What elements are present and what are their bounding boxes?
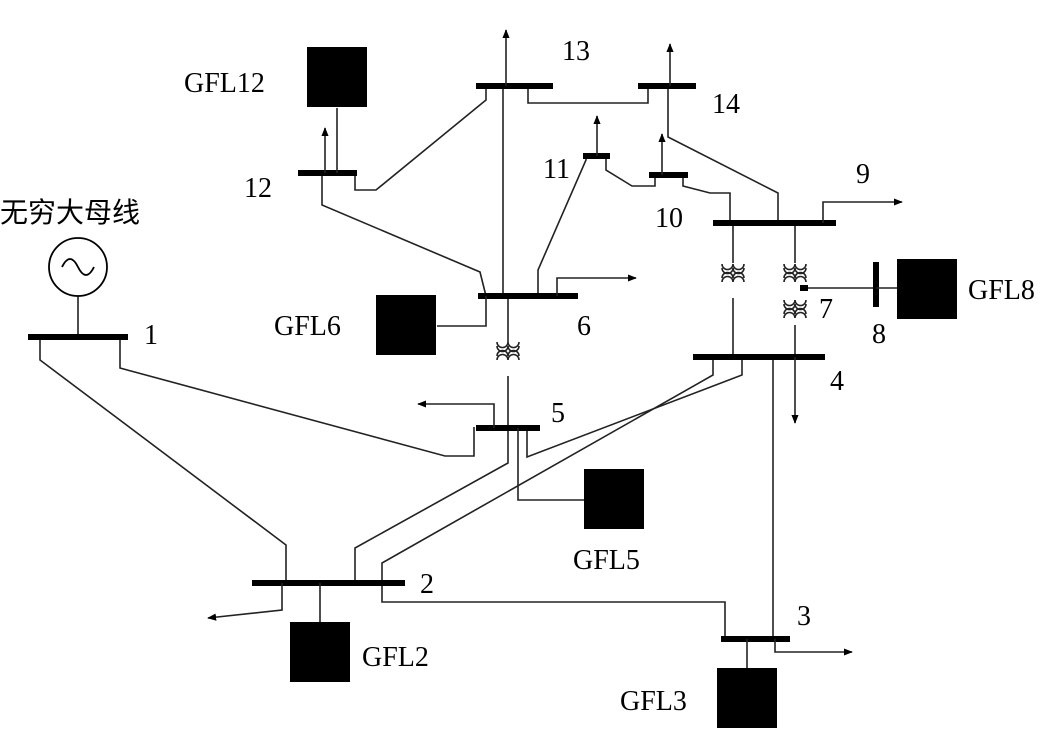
bus-label-14: 14 bbox=[712, 89, 740, 120]
load-arrow-6 bbox=[556, 274, 637, 296]
bus-label-2: 2 bbox=[420, 569, 434, 600]
transformer-7-4 bbox=[783, 299, 807, 319]
infinite-bus-source: 无穷大母线 bbox=[0, 196, 140, 297]
bus-label-9: 9 bbox=[856, 159, 870, 190]
converter-label-gfl2: GFL2 bbox=[362, 642, 429, 673]
converter-gfl8 bbox=[895, 257, 959, 321]
line-11-10 bbox=[605, 156, 656, 187]
bus-label-4: 4 bbox=[830, 366, 844, 397]
converter-gfl3 bbox=[715, 666, 779, 730]
gfl5-connection bbox=[517, 428, 584, 501]
bus-bars bbox=[28, 83, 879, 642]
igbt-converter-icon bbox=[582, 467, 646, 531]
bus-label-6: 6 bbox=[577, 311, 591, 342]
bus-label-8: 8 bbox=[872, 319, 886, 350]
igbt-converter-icon bbox=[305, 45, 369, 109]
igbt-converter-icon bbox=[374, 293, 438, 357]
load-arrow-9 bbox=[822, 198, 903, 223]
converter-label-gfl12: GFL12 bbox=[184, 68, 265, 99]
converter-gfl12 bbox=[305, 45, 369, 109]
line-12-13 bbox=[354, 86, 487, 191]
transmission-lines bbox=[39, 86, 875, 638]
line-5-4 bbox=[526, 358, 743, 459]
converter-gfl5 bbox=[582, 467, 646, 531]
igbt-converter-icon bbox=[715, 666, 779, 730]
sine-wave-icon bbox=[61, 258, 95, 276]
converter-gfl2 bbox=[288, 620, 352, 684]
load-arrow-2 bbox=[207, 583, 283, 621]
transformer-5-6 bbox=[496, 341, 520, 361]
transformer-9-7 bbox=[783, 263, 807, 283]
bus-label-1: 1 bbox=[144, 320, 158, 351]
bus-label-13: 13 bbox=[562, 36, 590, 67]
line-1-5 bbox=[119, 340, 475, 457]
line-6-12 bbox=[321, 173, 487, 297]
bus-label-5: 5 bbox=[551, 398, 565, 429]
line-2-4 bbox=[381, 358, 714, 583]
gfl6-connection bbox=[437, 296, 487, 327]
line-1-2 bbox=[39, 340, 287, 583]
line-2-5 bbox=[354, 430, 509, 583]
converter-connections bbox=[319, 108, 897, 668]
bus-label-11: 11 bbox=[543, 154, 570, 185]
transformer-4-9 bbox=[721, 263, 745, 283]
converter-label-gfl5: GFL5 bbox=[573, 545, 640, 576]
source-label: 无穷大母线 bbox=[0, 196, 140, 229]
bus-label-12: 12 bbox=[244, 173, 272, 204]
bus-label-3: 3 bbox=[797, 601, 811, 632]
line-2-3 bbox=[381, 583, 726, 638]
bus-label-10: 10 bbox=[655, 203, 683, 234]
converter-gfl6 bbox=[374, 293, 438, 357]
line-10-9 bbox=[682, 175, 731, 222]
igbt-converter-icon bbox=[895, 257, 959, 321]
converter-labels: GFL12 GFL6 GFL5 GFL2 GFL3 GFL8 bbox=[184, 68, 1035, 717]
line-13-14 bbox=[527, 86, 649, 104]
load-arrows bbox=[207, 29, 903, 656]
converter-label-gfl8: GFL8 bbox=[968, 275, 1035, 306]
load-arrow-5 bbox=[417, 400, 495, 428]
bus-labels: 1 2 3 4 5 6 7 8 9 10 11 12 13 14 bbox=[144, 36, 886, 632]
line-14-9 bbox=[667, 86, 779, 222]
igbt-converter-icon bbox=[288, 620, 352, 684]
converter-label-gfl6: GFL6 bbox=[274, 311, 341, 342]
converter-label-gfl3: GFL3 bbox=[620, 686, 687, 717]
bus-label-7: 7 bbox=[819, 294, 833, 325]
load-arrow-3 bbox=[774, 639, 853, 656]
